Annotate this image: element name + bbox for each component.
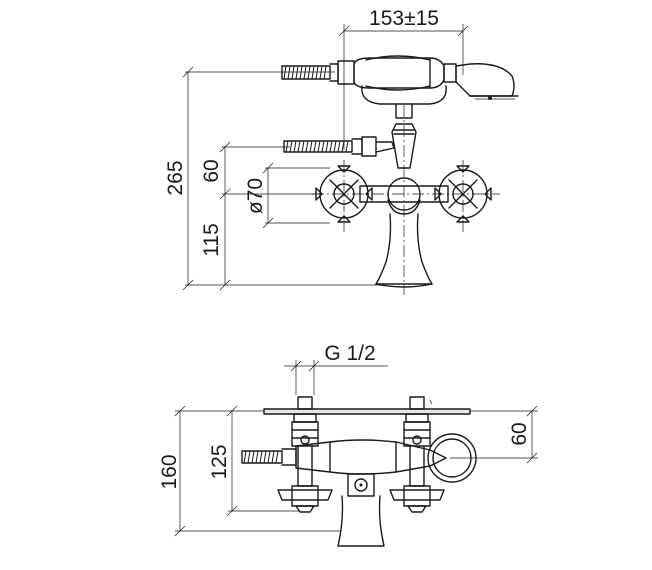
dimension-60-front-label: 60 (200, 159, 223, 182)
mixer-body (359, 185, 449, 203)
dimension-160: 160 (158, 405, 186, 537)
dimension-115: 115 (200, 194, 231, 291)
shower-cradle (361, 85, 447, 105)
dimension-60-front: 60 (200, 141, 231, 200)
lower-hose (283, 136, 395, 157)
plan-left-handle (277, 445, 333, 513)
dimension-265-label: 265 (164, 160, 187, 195)
dimension-115-label: 115 (200, 223, 223, 256)
hand-shower (353, 55, 519, 100)
plan-handle-body (295, 439, 447, 475)
dimension-thread-label: G 1/2 (324, 342, 375, 365)
plan-spout (347, 473, 375, 497)
dimension-160-label: 160 (158, 454, 181, 489)
right-cross-handle (434, 165, 492, 223)
dimension-diameter-70: ø70 (244, 162, 274, 229)
dimension-thread: G 1/2 (284, 342, 388, 372)
right-inlet (403, 396, 431, 447)
dimension-153-label: 153±15 (369, 7, 439, 30)
pedestal (375, 213, 433, 285)
plan-right-handle (389, 445, 445, 513)
dimension-60-plan-label: 60 (508, 422, 531, 445)
diverter-knob (391, 123, 417, 169)
plan-view: 160 125 60 G 1/2 (158, 342, 538, 547)
plan-pedestal (337, 495, 385, 547)
plan-hose (241, 448, 297, 466)
wall-plate (263, 408, 471, 415)
plan-cradle-ring (427, 433, 477, 483)
left-inlet (291, 396, 319, 447)
upper-hose (281, 60, 355, 85)
dimension-125-label: 125 (208, 444, 231, 479)
front-elevation: 265 60 115 ø70 153±15 (164, 7, 519, 295)
dimension-153: 153±15 (338, 7, 469, 150)
dimension-60-plan: 60 (508, 405, 538, 464)
dimension-diameter-70-label: ø70 (244, 178, 267, 214)
left-cross-handle (315, 165, 373, 223)
central-block (387, 177, 421, 215)
dimension-125: 125 (208, 405, 238, 517)
dimension-265: 265 (164, 66, 194, 291)
